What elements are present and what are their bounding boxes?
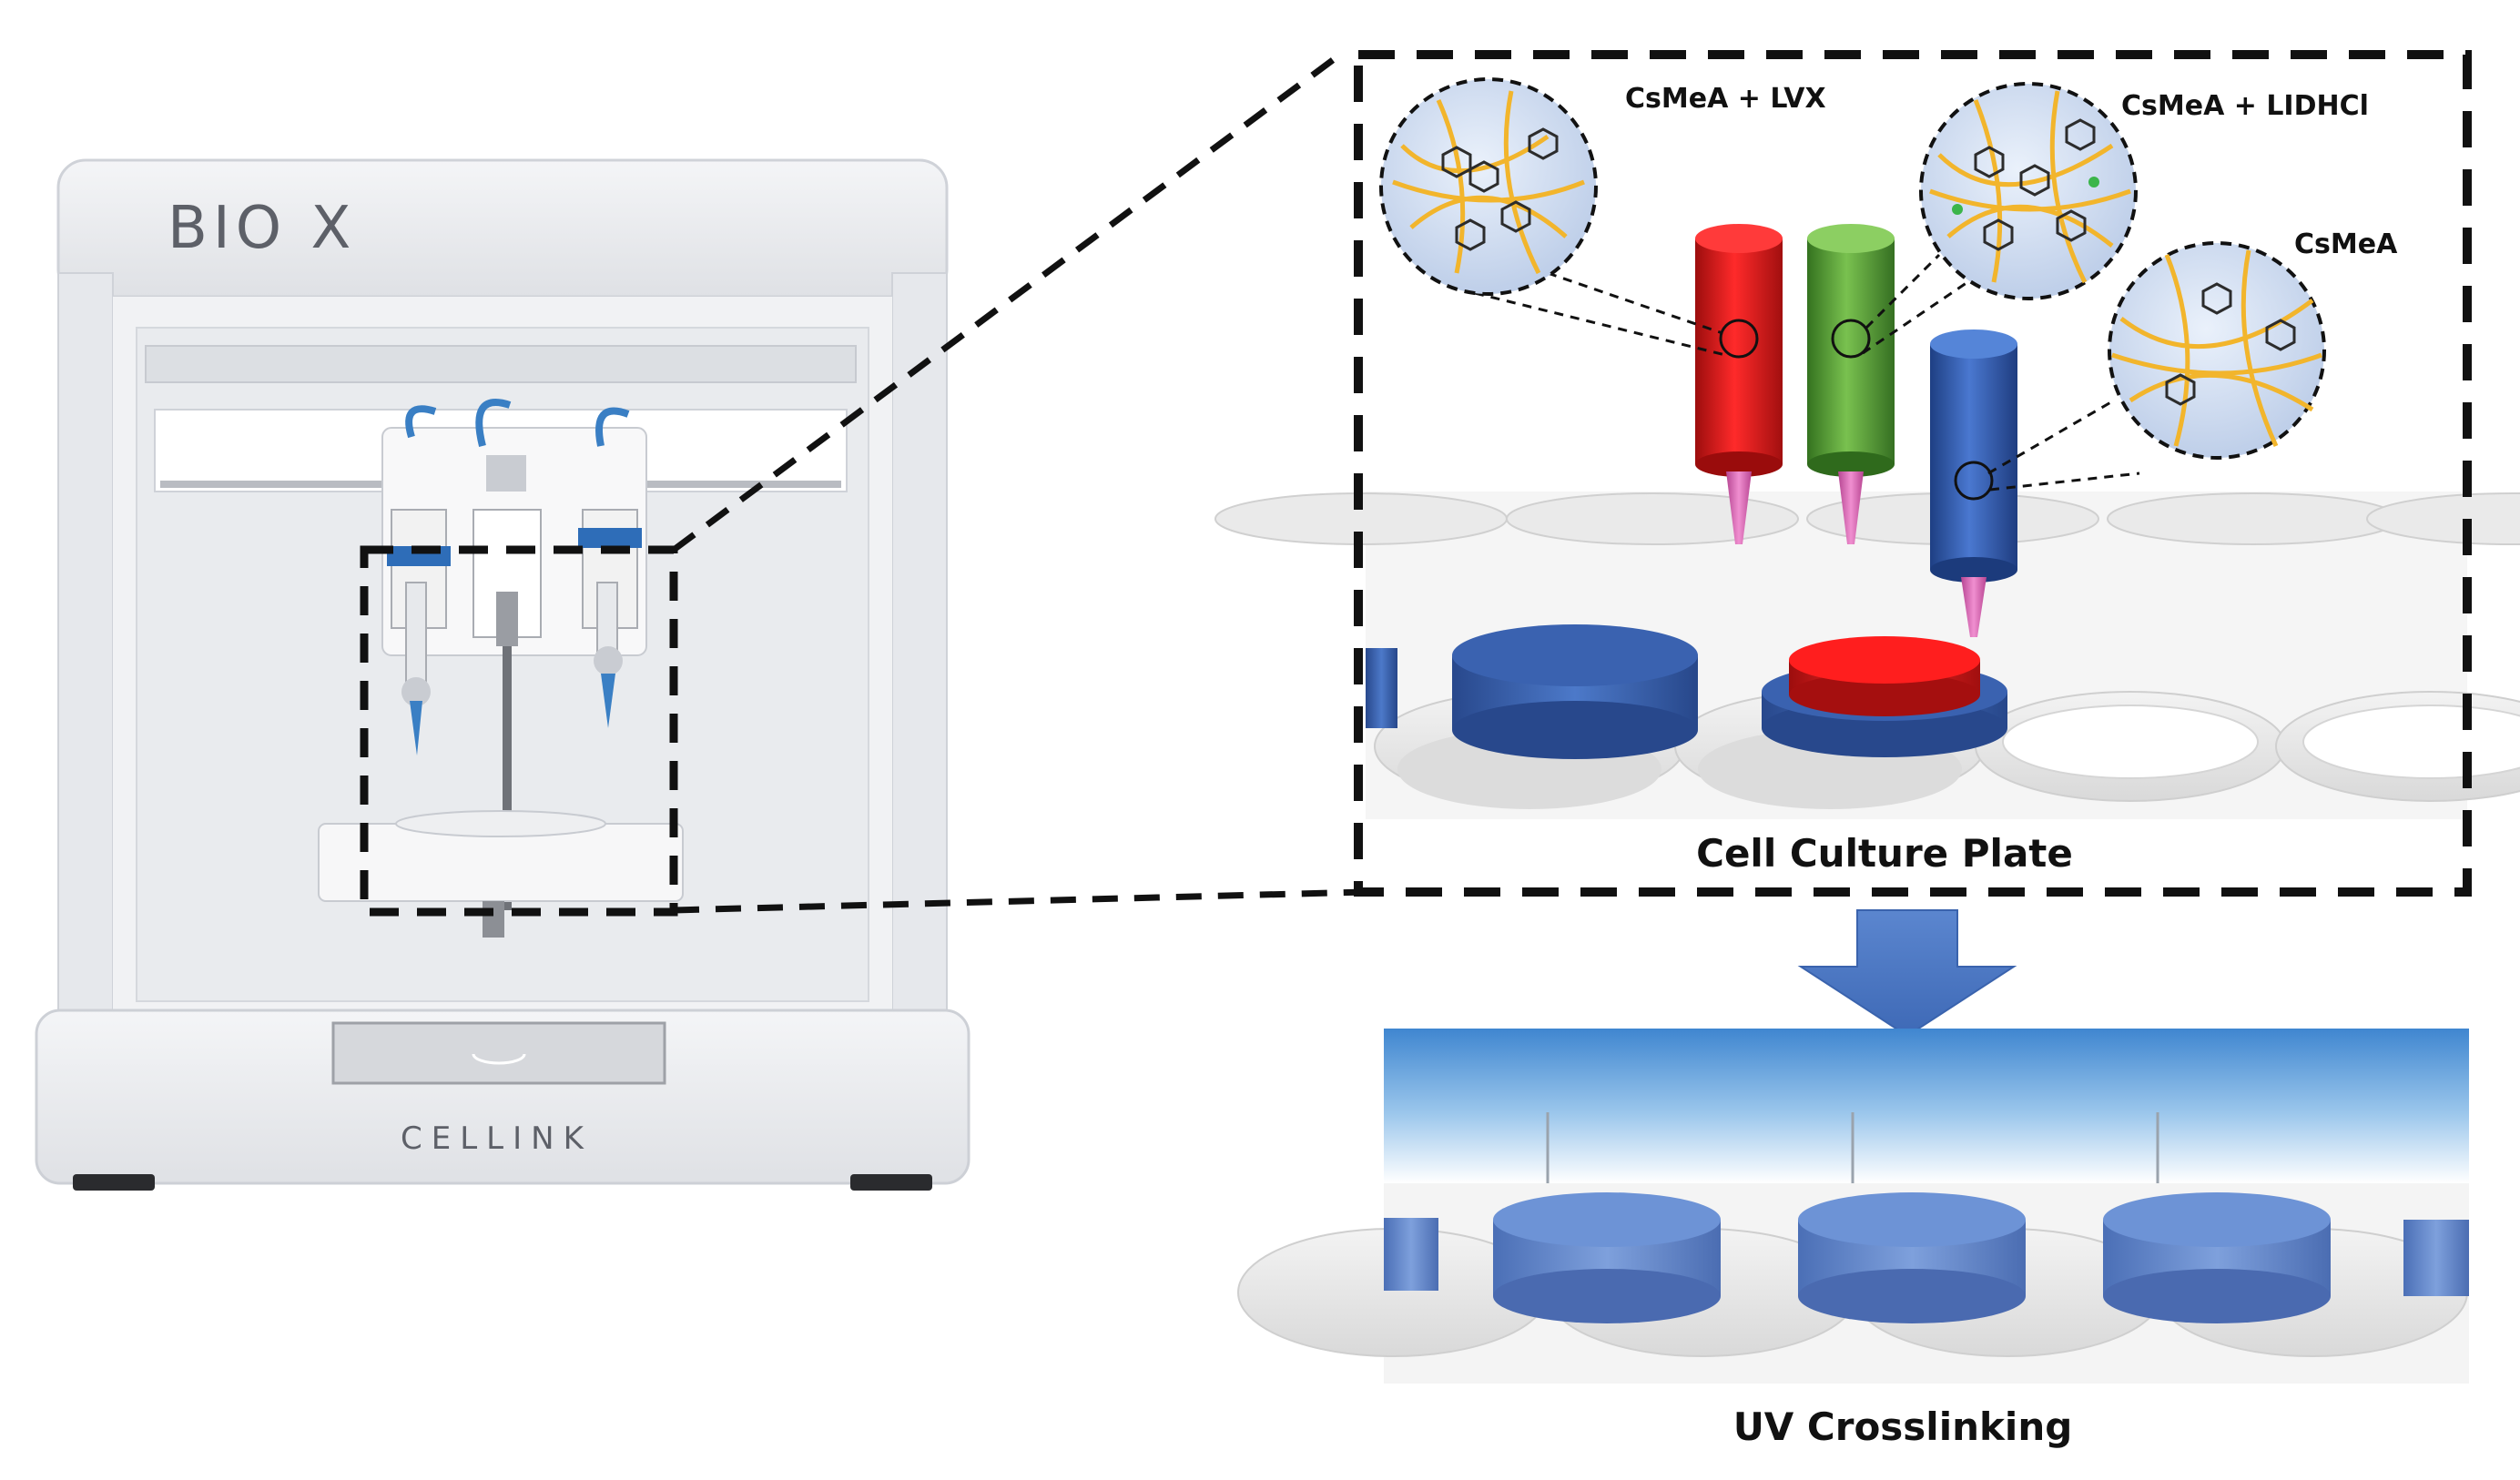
zoom-connector-top [671, 52, 1343, 552]
uv-crosslinking-panel [1237, 1029, 2469, 1384]
crosslinked-construct-1 [1493, 1192, 1721, 1323]
zoom-panel: CsMeA + LVX CsMeA + LIDHCl CsMeA Cell Cu… [1214, 77, 2520, 876]
cartridge-blue [1930, 329, 2017, 637]
printed-construct-blue [1452, 624, 1698, 759]
printer-zoom-box [360, 545, 678, 917]
bubble-lvx [1379, 77, 1598, 296]
printer-right-pillar [891, 272, 948, 1020]
culture-plate [1214, 492, 2520, 819]
down-arrow-icon [1797, 909, 2017, 1038]
printer-touchscreen [331, 1021, 666, 1085]
magnifier-circle-icon [1831, 319, 1871, 359]
syringe-left [387, 405, 451, 755]
label-csmea-lidhcl: CsMeA + LIDHCl [2121, 90, 2369, 122]
printer-base [35, 1009, 970, 1185]
crosslinked-construct-3 [2103, 1192, 2331, 1323]
well-3 [1975, 691, 2286, 802]
printer-left-pillar [57, 272, 114, 1020]
magnifier-circle-icon [1954, 461, 1994, 501]
label-csmea: CsMeA [2294, 228, 2398, 260]
syringe-right [578, 407, 642, 728]
bioprinter: BIO X [35, 158, 970, 1191]
zoom-connector-bottom [673, 888, 1367, 914]
label-csmea-lvx: CsMeA + LVX [1625, 83, 1826, 115]
bubble-csmea [2108, 241, 2326, 460]
cartridge-red [1695, 224, 1783, 544]
printer-brand-top: BIO X [168, 195, 356, 262]
label-uv-crosslinking: UV Crosslinking [1733, 1404, 2073, 1449]
zoom-frame [1354, 50, 2472, 897]
bubble-lidhcl [1919, 82, 2138, 300]
printer-gantry [145, 345, 857, 383]
crosslinked-construct-2 [1798, 1192, 2026, 1323]
uv-light-band [1384, 1029, 2469, 1183]
magnifier-circle-icon [1719, 319, 1759, 359]
cartridge-green [1807, 224, 1895, 544]
label-cell-culture-plate: Cell Culture Plate [1696, 831, 2073, 876]
printer-brand-bottom: CELLINK [401, 1120, 593, 1157]
syringe-middle [472, 399, 542, 910]
printed-construct-layered [1762, 636, 2007, 757]
